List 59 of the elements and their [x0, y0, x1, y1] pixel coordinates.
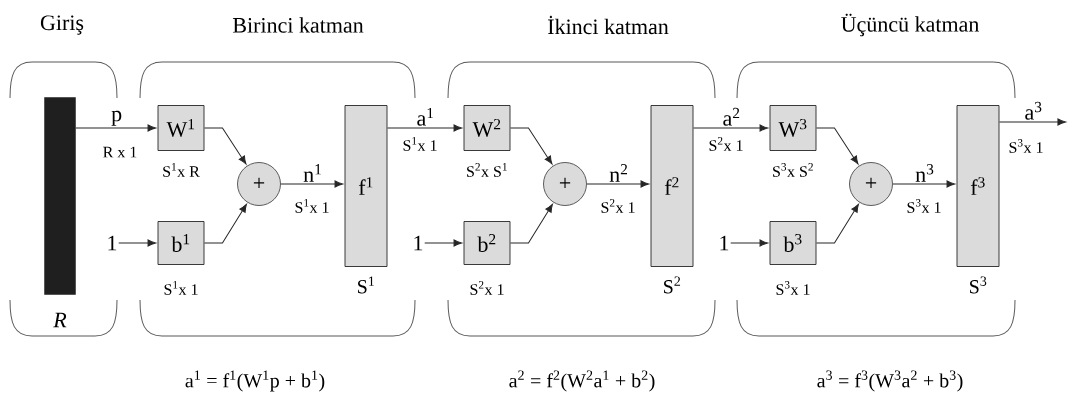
- dimension-label: S$^{1}$x 1: [403, 137, 437, 151]
- dimension-label: S$^{2}$x 1: [470, 281, 504, 295]
- arrow: [118, 239, 157, 247]
- arrow: [998, 118, 1066, 126]
- input-value: 1: [414, 235, 423, 251]
- dimension-label: S$^{3}$x S$^{2}$: [773, 163, 813, 177]
- arrow: [203, 127, 247, 165]
- dimension-label: S$^{2}$: [664, 276, 681, 294]
- edge-label: a$^{3}$: [1023, 100, 1044, 121]
- arrow: [203, 203, 247, 244]
- equation: a$^{1}$ = f$^{1}$(W$^{1}$p + b$^{1}$): [185, 370, 325, 392]
- group-heading: Üçüncü katman: [841, 13, 979, 37]
- weight-box: W$^{1}$: [157, 105, 205, 151]
- input-bar: [44, 97, 76, 295]
- dimension-label: S$^{2}$x S$^{1}$: [467, 163, 507, 177]
- equation: a$^{3}$ = f$^{3}$(W$^{3}$a$^{2}$ + b$^{3}$): [817, 370, 963, 392]
- weight-box: W$^{2}$: [463, 105, 511, 151]
- edge-label: n$^{3}$: [914, 163, 936, 183]
- dimension-label: S$^{1}$x R: [163, 163, 200, 177]
- group-heading: Birinci katman: [232, 17, 364, 33]
- dimension-label: S$^{1}$x 1: [164, 281, 198, 295]
- arrow: [509, 203, 553, 244]
- dimension-label: S$^{3}$x 1: [907, 199, 941, 213]
- group-heading: İkinci katman: [548, 15, 669, 35]
- edge-label: p: [110, 109, 124, 127]
- input-value: 1: [720, 235, 729, 251]
- edge-label: n$^{2}$: [608, 163, 630, 183]
- arrow: [280, 180, 344, 188]
- arrow: [892, 180, 956, 188]
- dimension-label: S$^{3}$: [970, 276, 987, 294]
- transfer-function-box: f$^{1}$: [344, 105, 388, 267]
- dimension-label: S$^{1}$x 1: [295, 199, 329, 213]
- bias-box: b$^{2}$: [463, 221, 511, 265]
- edge-label: n$^{1}$: [302, 163, 324, 183]
- arrow: [424, 239, 463, 247]
- arrow: [730, 239, 769, 247]
- arrow: [586, 180, 650, 188]
- dimension-label: R: [53, 312, 67, 328]
- dimension-label: S$^{3}$x 1: [776, 281, 810, 295]
- dimension-label: S$^{2}$x 1: [709, 137, 743, 151]
- dimension-label: S$^{1}$: [358, 276, 374, 294]
- arrow: [815, 203, 859, 244]
- dimension-label: S$^{2}$x 1: [601, 199, 635, 213]
- arrow: [815, 127, 859, 165]
- arrow: [509, 127, 553, 165]
- dimension-label: R x 1: [103, 146, 137, 158]
- equation: a$^{2}$ = f$^{2}$(W$^{2}$a$^{1}$ + b$^{2}$): [509, 370, 655, 392]
- arrow: [75, 124, 157, 132]
- group-heading: Giriş: [40, 15, 84, 35]
- edge-label: a$^{1}$: [415, 106, 436, 127]
- transfer-function-box: f$^{2}$: [650, 105, 694, 267]
- transfer-function-box: f$^{3}$: [956, 105, 1000, 267]
- weight-box: W$^{3}$: [769, 105, 817, 151]
- input-value: 1: [108, 235, 117, 251]
- arrow: [386, 124, 463, 132]
- arrow: [692, 124, 769, 132]
- bias-box: b$^{3}$: [769, 221, 817, 265]
- edge-label: a$^{2}$: [721, 106, 742, 127]
- bias-box: b$^{1}$: [157, 221, 205, 265]
